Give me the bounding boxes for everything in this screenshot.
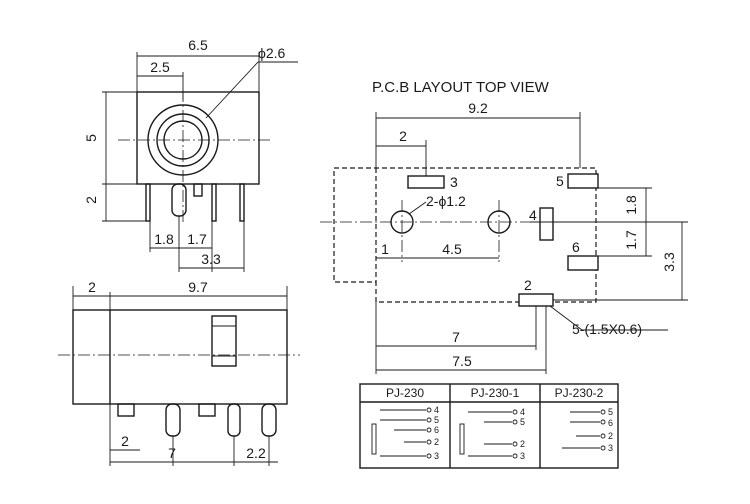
pcb-layout: P.C.B LAYOUT TOP VIEW 3 5 4 6 2 9.2 2 2-… [320,79,688,374]
pj230-pin-3: 3 [434,451,439,461]
table-header-pj230-1: PJ-230-1 [471,386,520,400]
top-view: 6.5 2.5 ϕ2.6 5 2 1.8 1.7 3.3 [83,37,298,272]
pad-3 [407,175,445,189]
pj230-1-pin-5: 5 [520,417,525,427]
pj230-pin-5: 5 [434,415,439,425]
dim-height: 5 [83,134,99,142]
top-view-pins [145,183,245,222]
dim-pin-span: 7 [168,445,176,461]
pad-label-3: 3 [450,174,458,190]
side-pins [117,403,277,437]
pj230-1-pin-3: 3 [520,451,525,461]
pad-label-4: 4 [529,207,537,223]
dim-front: 2 [88,279,96,295]
pj230-pin-4: 4 [434,405,439,415]
dim-width: 6.5 [188,37,208,53]
side-slot [211,315,237,367]
dim-pitch-total: 3.3 [201,251,221,267]
dim-pin-rear: 2.2 [246,445,266,461]
schematic-pj230: 4 5 6 2 3 [371,405,439,461]
pad-label-2: 2 [524,277,532,293]
pad-6 [567,255,599,271]
dim-pitch-a: 1.8 [154,231,174,247]
dim-pad-offset: 2 [399,128,407,144]
table-frame [359,383,619,469]
pad-label-5: 5 [556,173,564,189]
dim-pad-size: 5-(1.5X0.6) [572,321,642,337]
side-view: 2 9.7 2 7 2.2 [58,279,300,466]
dim-v-1-8: 1.8 [623,195,639,215]
dim-v-3-3: 3.3 [661,252,677,272]
pad-4 [539,207,554,241]
schematic-pj230-2: 5 6 2 3 [562,407,613,453]
mount-hole-right [487,210,511,234]
dim-offset: 2.5 [150,59,170,75]
table-header-pj230-2: PJ-230-2 [555,386,604,400]
pj230-2-pin-5: 5 [608,407,613,417]
dim-pitch-b: 1.7 [187,231,207,247]
side-body-outline [72,309,288,405]
pj230-1-pin-4: 4 [520,407,525,417]
pj230-1-pin-2: 2 [520,439,525,449]
dim-pcb-total: 9.2 [468,100,488,116]
dim-pad-x1: 7 [452,329,460,345]
dim-holes: 2-ϕ1.2 [426,193,466,209]
pj230-2-pin-3: 3 [608,443,613,453]
pad-2 [518,293,554,307]
dim-pin-front: 2 [121,433,129,449]
dim-hole-x: 1 [381,241,389,257]
pj230-pin-2: 2 [434,437,439,447]
dim-pin-length: 2 [83,196,99,204]
dim-diameter: ϕ2.6 [258,45,286,61]
dim-hole-gap: 4.5 [442,241,462,257]
pj230-pin-6: 6 [434,425,439,435]
jack-face-outline [136,91,260,185]
mount-hole-left [390,210,414,234]
dim-length: 9.7 [188,279,208,295]
table-header-pj230: PJ-230 [386,386,424,400]
pcb-title: P.C.B LAYOUT TOP VIEW [372,79,550,96]
pj230-2-pin-6: 6 [608,418,613,428]
pad-5 [567,173,599,189]
dim-v-1-7: 1.7 [623,230,639,250]
pj230-2-pin-2: 2 [608,431,613,441]
dim-pad-x2: 7.5 [452,353,472,369]
pad-label-6: 6 [572,239,580,255]
schematic-table: PJ-230 PJ-230-1 PJ-230-2 4 5 6 2 3 [359,383,619,469]
schematic-pj230-1: 4 5 2 3 [459,407,525,461]
